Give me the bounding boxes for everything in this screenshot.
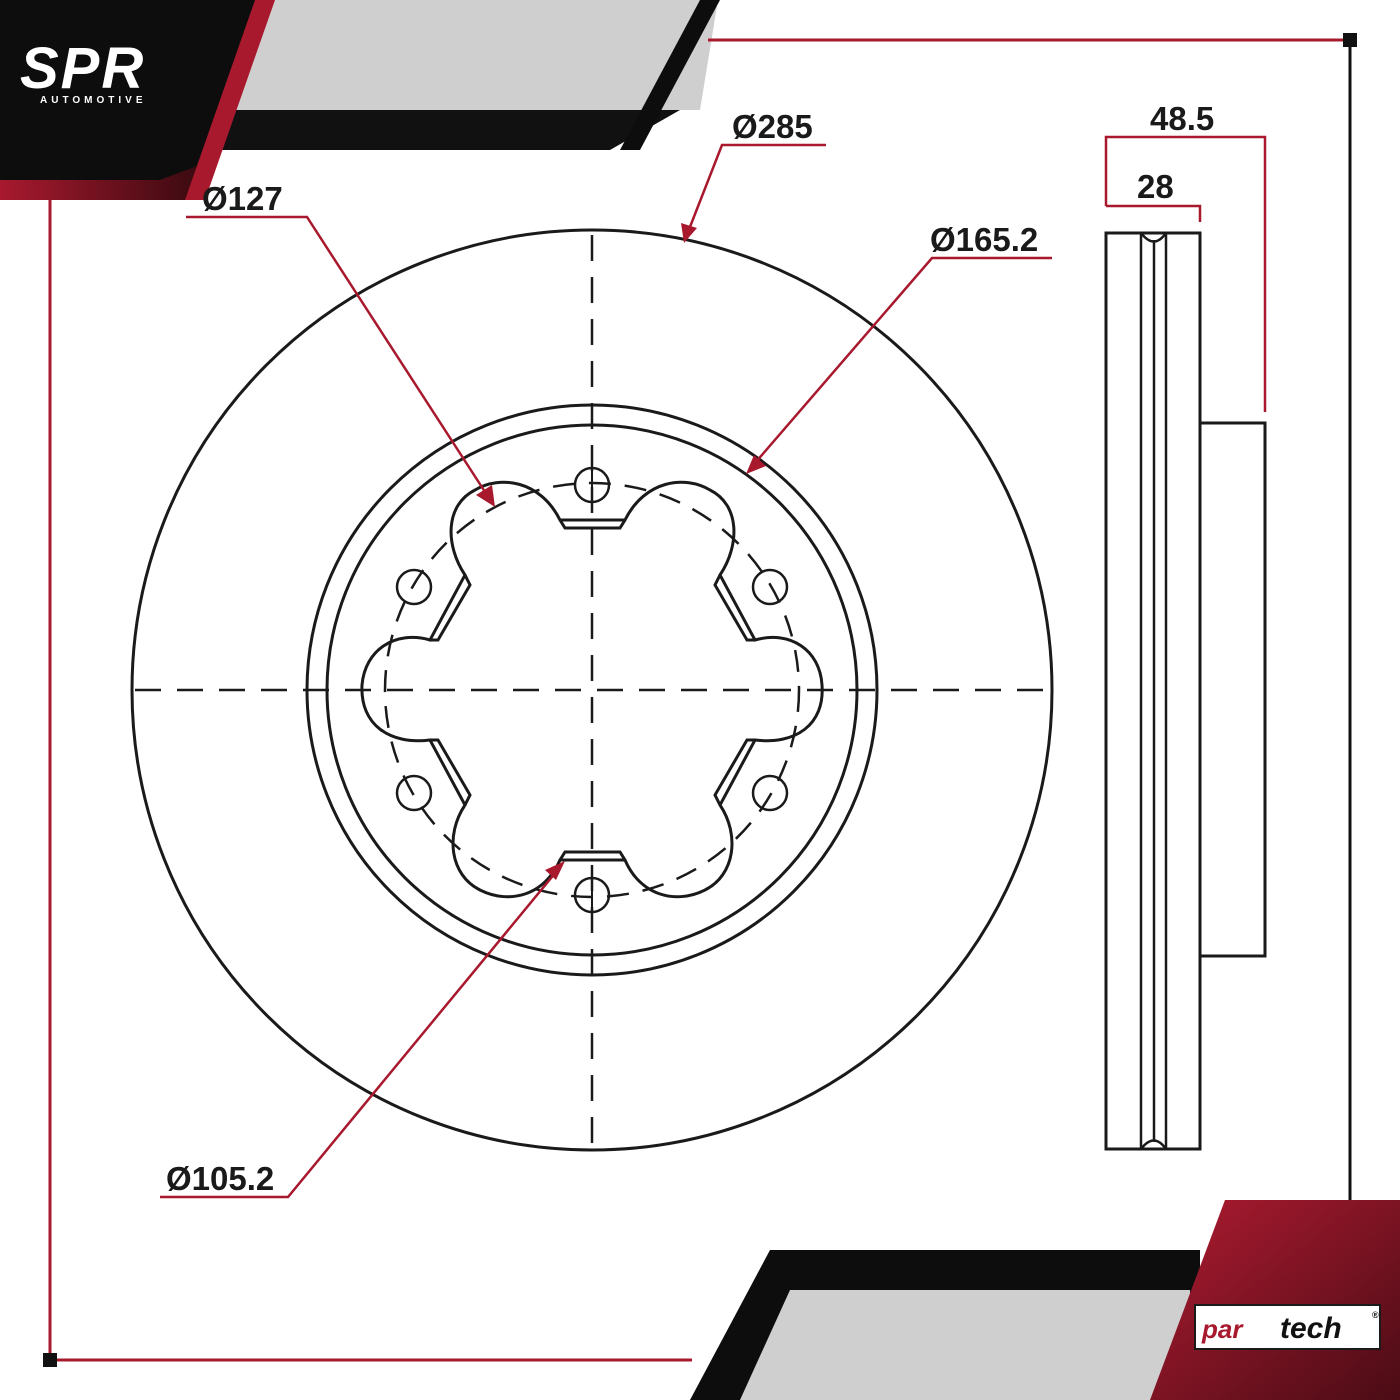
- bottom-banner: par tech ®: [690, 1200, 1400, 1400]
- leader-center-bore: [160, 871, 557, 1199]
- rotor-side-view: [1104, 231, 1267, 1151]
- bolt-hole-upper-right: [751, 568, 789, 606]
- banner-red-diagonal: [185, 0, 275, 200]
- upper-left-notch: [430, 574, 472, 642]
- partech-mark: ®: [1372, 1310, 1379, 1320]
- arrow-hat-diameter: [746, 455, 766, 474]
- logo-main-text: SPR: [20, 36, 145, 101]
- top-notch: [558, 519, 627, 530]
- partech-badge: [1194, 1304, 1381, 1350]
- label-hat-diameter: Ø165.2: [930, 221, 1038, 258]
- bottom-notch: [558, 850, 627, 861]
- dimension-leaders: [160, 135, 1267, 1199]
- bolt-hole-lower-right: [751, 774, 789, 812]
- frame-corner-bottom-left: [43, 1353, 57, 1367]
- label-outer-diameter: Ø285: [732, 108, 813, 145]
- side-groove-top: [1140, 232, 1168, 243]
- outer-edge-circle: [130, 228, 1054, 1152]
- bolt-hole-upper-left: [395, 568, 433, 606]
- partech-suffix: tech: [1280, 1312, 1342, 1345]
- arrow-outer-diameter: [681, 223, 697, 243]
- leader-outer-diameter: [686, 143, 826, 233]
- banner-red-strip: [0, 165, 200, 200]
- partech-logo-icon: par tech ®: [1194, 1304, 1381, 1350]
- bottom-red-panel: [1150, 1200, 1400, 1400]
- leader-hat-diameter: [754, 256, 1052, 464]
- leader-total-height: [1104, 135, 1267, 412]
- bottom-gray-panel: [740, 1290, 1190, 1400]
- frame-corner-top-right: [1343, 33, 1357, 47]
- bolt-hole-lower-left: [395, 774, 433, 812]
- side-groove-bottom: [1140, 1139, 1168, 1150]
- rotor-front-view: [130, 228, 1054, 1152]
- label-bolt-circle: Ø127: [202, 180, 283, 217]
- banner-black-diagonal: [620, 0, 720, 150]
- dimension-labels: Ø285 Ø127 Ø165.2 Ø105.2 48.5 28: [166, 100, 1214, 1197]
- arrow-bolt-circle: [476, 485, 495, 507]
- banner-lower-strip: [200, 110, 680, 150]
- label-center-bore: Ø105.2: [166, 1160, 274, 1197]
- spr-logo-icon: SPR AUTOMOTIVE: [20, 36, 146, 106]
- label-thickness: 28: [1137, 168, 1174, 205]
- leader-bolt-circle: [186, 215, 489, 496]
- lower-right-notch: [713, 738, 755, 806]
- upper-right-notch: [713, 574, 755, 642]
- leader-thickness: [1106, 204, 1202, 222]
- logo-sub-text: AUTOMOTIVE: [40, 95, 146, 106]
- banner-gray-panel: [200, 0, 718, 110]
- lower-left-notch: [430, 738, 472, 806]
- arrow-center-bore: [545, 861, 565, 880]
- frame-lines: [43, 33, 1357, 1367]
- partech-prefix: par: [1201, 1314, 1244, 1344]
- side-hat-section: [1198, 421, 1267, 958]
- label-total-height: 48.5: [1150, 100, 1214, 137]
- top-banner: SPR AUTOMOTIVE: [0, 0, 720, 200]
